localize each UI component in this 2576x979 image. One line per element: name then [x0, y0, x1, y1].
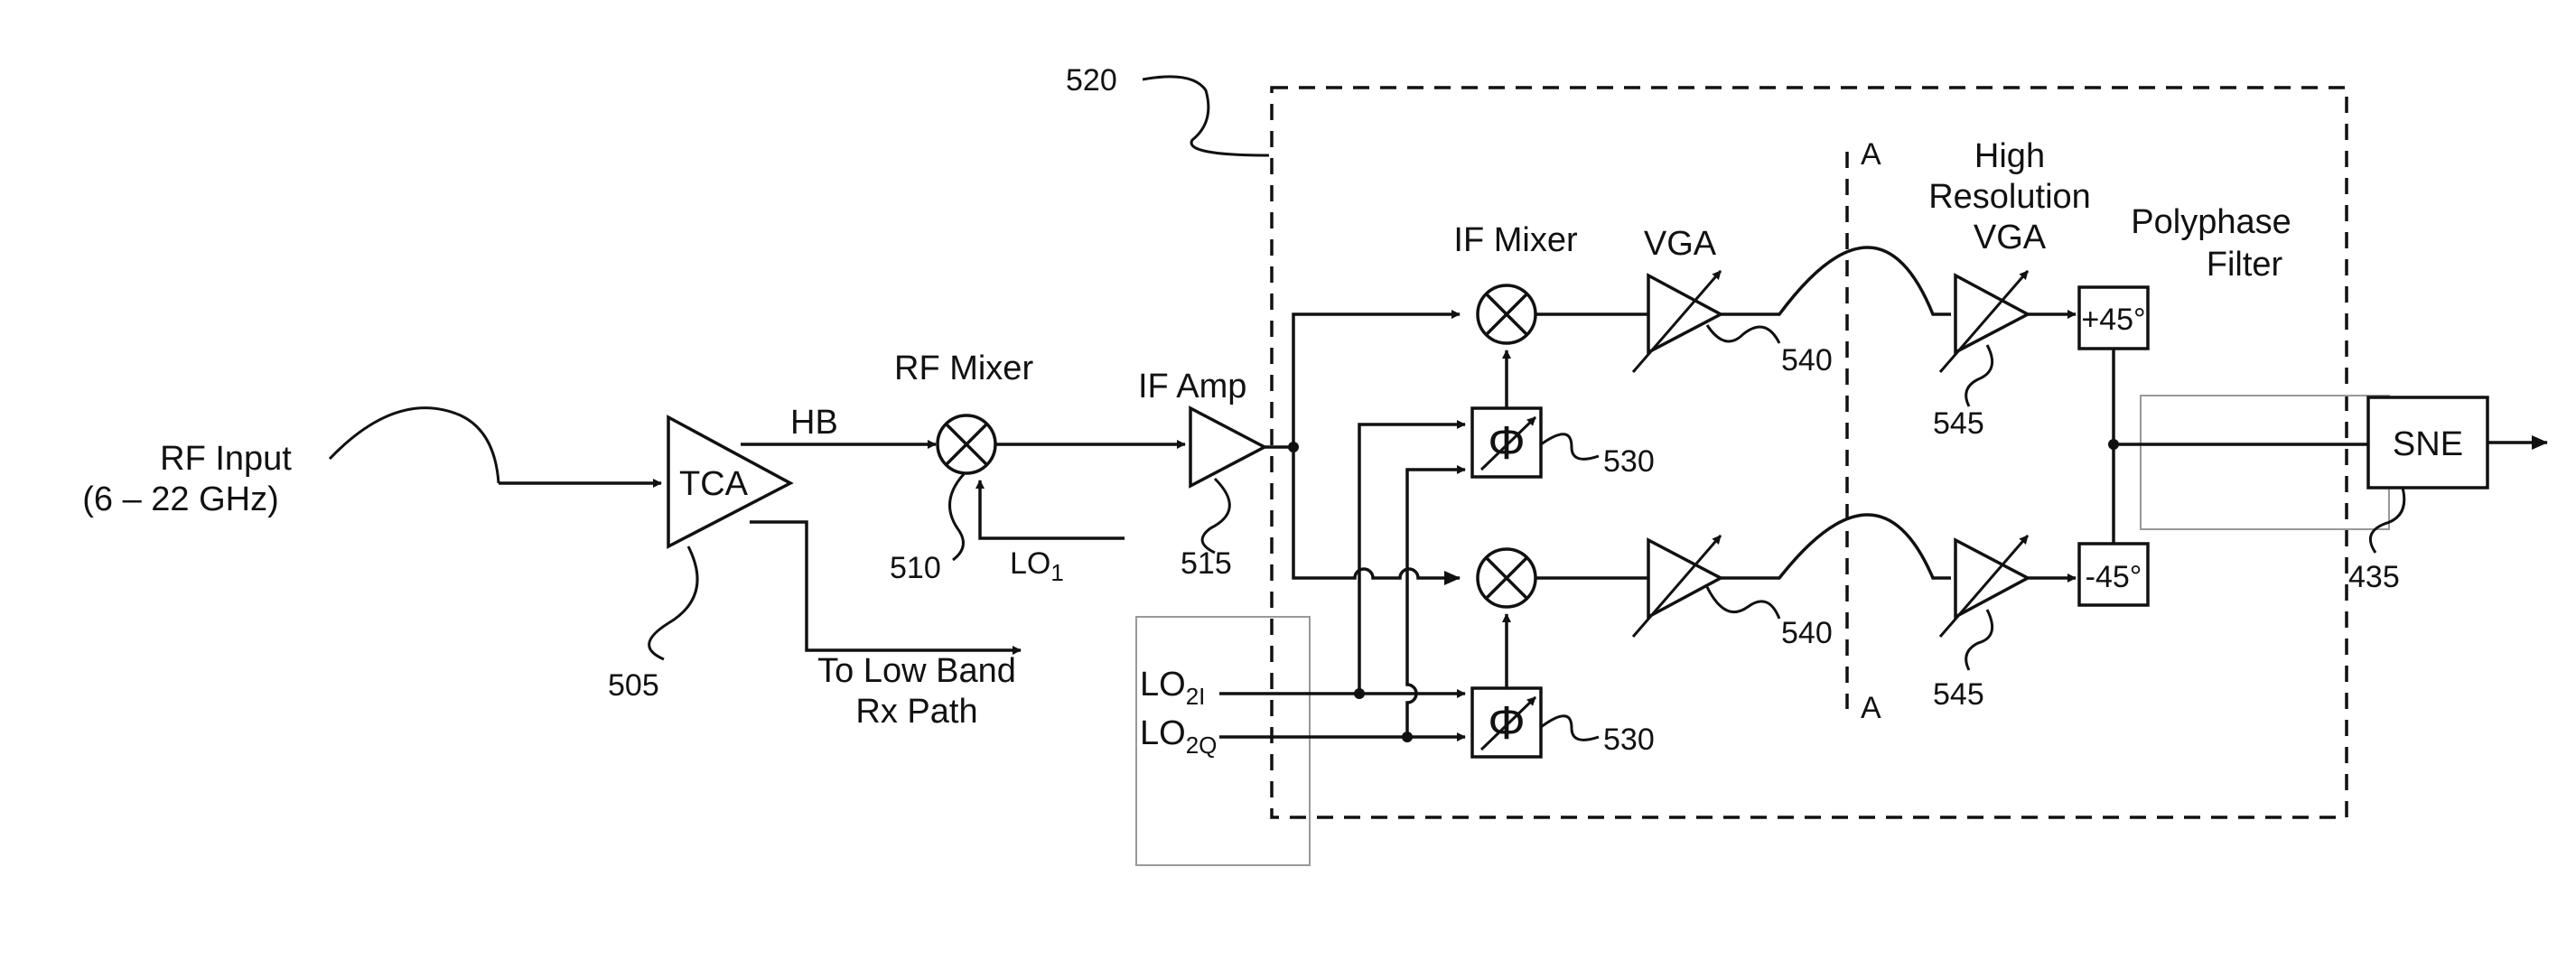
wire-to-low-band — [750, 522, 1021, 650]
leader-505 — [649, 546, 697, 659]
high-res-label-2: Resolution — [1928, 178, 2091, 216]
leader-545-lower — [1966, 610, 1993, 670]
lo2q-label: LO2Q — [1140, 714, 1217, 759]
ref-540-lower: 540 — [1781, 616, 1833, 650]
leader-510 — [949, 474, 964, 560]
low-band-label-1: To Low Band — [817, 652, 1016, 690]
rf-input-range: (6 – 22 GHz) — [82, 480, 279, 518]
rf-mixer-label: RF Mixer — [894, 350, 1033, 387]
hb-label: HB — [790, 404, 838, 442]
ref-505: 505 — [608, 668, 659, 703]
ref-510: 510 — [890, 551, 941, 585]
ref-545-upper: 545 — [1933, 406, 1984, 441]
ref-520: 520 — [1066, 63, 1117, 98]
section-a-top: A — [1861, 137, 1881, 172]
wire-lower-branch — [1293, 447, 1460, 578]
wire-lo1 — [980, 480, 1125, 538]
if-mixer-label: IF Mixer — [1453, 221, 1578, 259]
if-amp-label: IF Amp — [1138, 368, 1246, 406]
leader-530-lower — [1541, 716, 1599, 741]
ref-515: 515 — [1181, 546, 1232, 581]
high-res-label-1: High — [1974, 137, 2045, 175]
wire-arc-lower — [1721, 515, 1951, 578]
ref-540-upper: 540 — [1781, 343, 1833, 378]
if-amplifier — [1190, 408, 1265, 486]
leader-520 — [1143, 77, 1269, 155]
leader-540-lower — [1707, 587, 1779, 619]
plus45-label: +45° — [2081, 303, 2145, 337]
boundary-520 — [1272, 88, 2347, 817]
polyphase-label-2: Filter — [2207, 246, 2283, 284]
ref-435: 435 — [2348, 560, 2400, 594]
ref-530-upper: 530 — [1603, 444, 1655, 479]
tca-label: TCA — [679, 465, 749, 503]
wire-lo2i-upper — [1359, 424, 1465, 694]
leader-515 — [1202, 479, 1229, 553]
lo2i-label: LO2I — [1140, 666, 1205, 710]
leader-530-upper — [1541, 434, 1599, 460]
lo1-label: LO1 — [1010, 546, 1064, 586]
low-band-label-2: Rx Path — [855, 693, 977, 731]
wire-lo2q-upper — [1407, 470, 1465, 737]
wire-upper-branch — [1293, 314, 1460, 447]
leader-540-upper — [1707, 325, 1779, 343]
sne-label: SNE — [2393, 425, 2463, 463]
vga-label: VGA — [1644, 225, 1717, 263]
sne-overlay-box — [2141, 396, 2389, 529]
polyphase-label-1: Polyphase — [2131, 203, 2291, 241]
ref-545-lower: 545 — [1933, 677, 1984, 712]
wire-arc-upper — [1721, 247, 1951, 314]
leader-545-upper — [1966, 345, 1993, 406]
minus45-label: -45° — [2086, 560, 2142, 594]
rf-input-label: RF Input — [160, 440, 292, 478]
ref-530-lower: 530 — [1603, 723, 1655, 757]
rf-input-leader — [330, 408, 499, 483]
leader-435 — [2370, 488, 2403, 553]
high-res-label-3: VGA — [1974, 219, 2047, 256]
section-a-bottom: A — [1861, 691, 1881, 725]
